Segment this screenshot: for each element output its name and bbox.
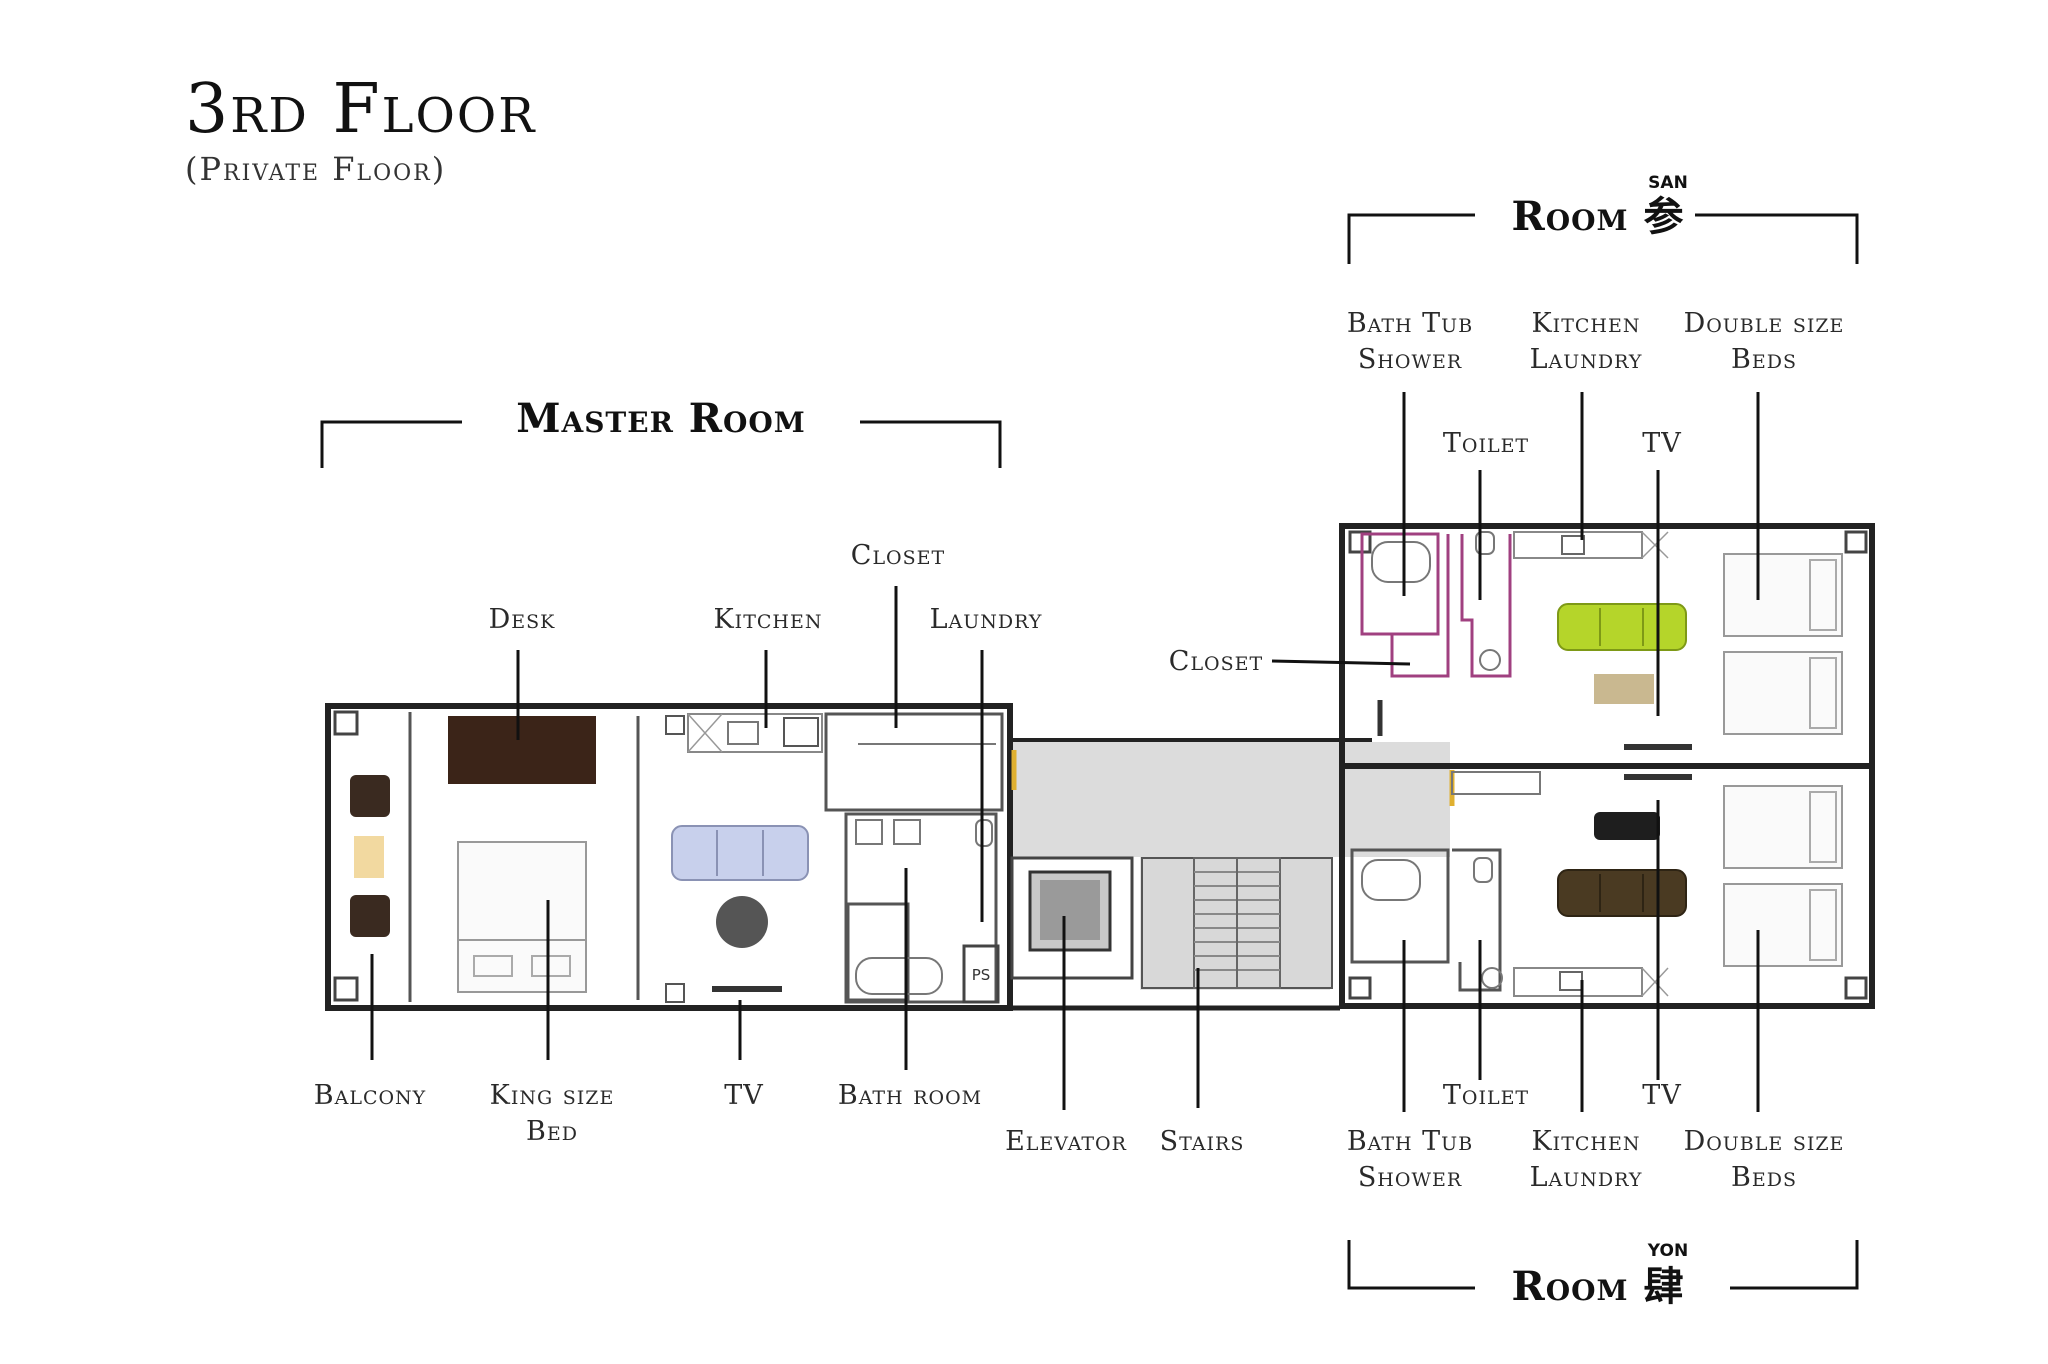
balcony	[333, 710, 412, 1002]
label-san-beds-1: Double size	[1684, 308, 1845, 339]
label-san-bath-1: Bath Tub	[1347, 308, 1473, 339]
king-bed	[457, 841, 587, 993]
leader-lines	[370, 392, 1760, 1112]
label-san-bath-2: Shower	[1358, 344, 1462, 375]
room-san-rug	[1594, 674, 1654, 704]
elevator-shaft	[1010, 856, 1134, 980]
label-laundry: Laundry	[930, 604, 1043, 635]
label-desk: Desk	[489, 604, 556, 635]
master-bathroom	[844, 812, 998, 1004]
room-yon-bathtub	[1350, 848, 1450, 964]
ps-label: PS	[972, 966, 991, 984]
room-san-beds	[1723, 553, 1843, 735]
room-yon-tv-unit	[1594, 812, 1660, 840]
room-san-tv	[1624, 744, 1692, 750]
room-yon-outline	[1339, 763, 1875, 1009]
room-san-kitchen	[1513, 531, 1669, 559]
master-sofa	[671, 825, 809, 881]
room-yon-heading: Room 肆	[1512, 1263, 1685, 1310]
room-san-sofa	[1557, 603, 1687, 651]
room-yon-beds	[1723, 785, 1843, 967]
label-san-kitchen-1: Kitchen	[1532, 308, 1641, 339]
label-yon-tv: TV	[1642, 1080, 1682, 1111]
label-king-bed-1: King size	[490, 1080, 615, 1111]
label-kitchen: Kitchen	[714, 604, 823, 635]
room-san-heading: Room 参	[1512, 193, 1685, 240]
room-san-bathtub	[1360, 532, 1440, 636]
floor-subtitle: (Private Floor)	[185, 150, 446, 188]
label-yon-kitchen-2: Laundry	[1530, 1162, 1643, 1193]
floor-title: 3rd Floor	[185, 70, 536, 149]
label-yon-beds-1: Double size	[1684, 1126, 1845, 1157]
master-room-outline	[325, 703, 1013, 1011]
desk	[448, 716, 596, 784]
room-san-shower-wall	[1362, 534, 1450, 678]
label-yon-bath-1: Bath Tub	[1347, 1126, 1473, 1157]
label-stairs: Stairs	[1160, 1126, 1245, 1157]
label-san-kitchen-2: Laundry	[1530, 344, 1643, 375]
stairs	[1141, 857, 1333, 989]
room-yon-reading: YON	[1647, 1241, 1688, 1261]
master-kitchen	[687, 713, 823, 753]
label-san-toilet: Toilet	[1443, 428, 1529, 459]
label-balcony: Balcony	[314, 1080, 426, 1111]
master-tv	[712, 986, 782, 992]
label-san-beds-2: Beds	[1731, 344, 1797, 375]
label-closet-master: Closet	[851, 540, 945, 571]
room-san-bracket	[1347, 213, 1859, 264]
room-yon-bracket	[1347, 1240, 1859, 1290]
label-king-bed-2: Bed	[526, 1116, 578, 1147]
label-yon-toilet: Toilet	[1443, 1080, 1529, 1111]
master-room-heading: Master Room	[516, 395, 806, 442]
label-closet-corridor: Closet	[1169, 646, 1263, 677]
master-room-bracket	[320, 420, 1002, 468]
label-yon-beds-2: Beds	[1731, 1162, 1797, 1193]
master-closet	[824, 712, 1004, 812]
label-elevator: Elevator	[1005, 1126, 1127, 1157]
label-san-tv: TV	[1642, 428, 1682, 459]
master-round-table	[716, 896, 768, 948]
room-yon-kitchen	[1513, 967, 1669, 997]
room-san-reading: SAN	[1648, 173, 1688, 193]
label-tv-master: TV	[724, 1080, 764, 1111]
label-yon-kitchen-1: Kitchen	[1532, 1126, 1641, 1157]
label-yon-bath-2: Shower	[1358, 1162, 1462, 1193]
corridor	[1010, 742, 1450, 857]
label-bath-room: Bath room	[838, 1080, 982, 1111]
room-yon-sofa	[1557, 869, 1687, 917]
